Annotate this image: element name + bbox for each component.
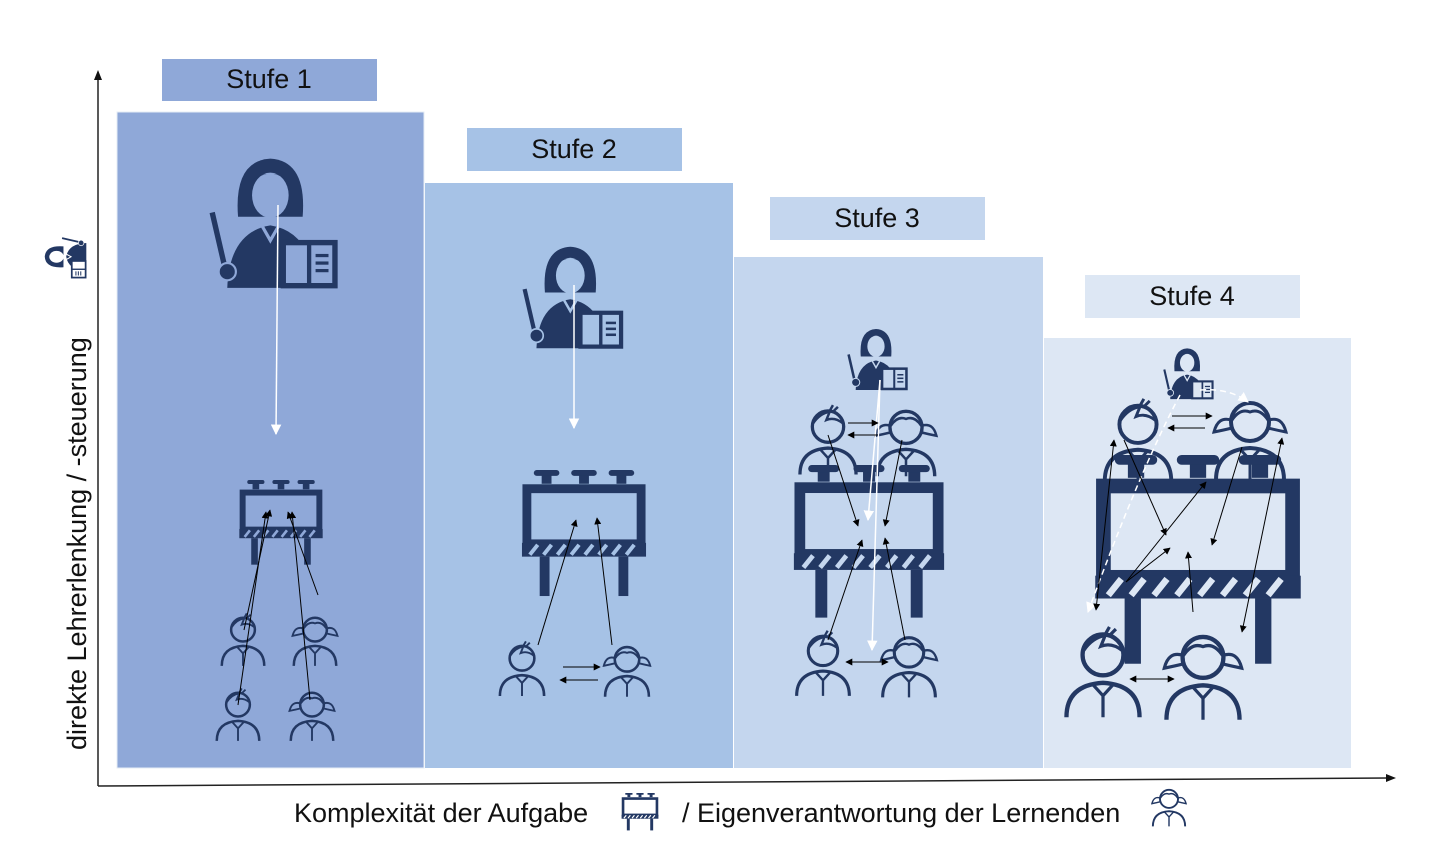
stage-4-label-text: Stufe 4: [1149, 281, 1235, 311]
interaction-arrow: [1239, 437, 1285, 633]
stage-3-panel: [734, 257, 1043, 768]
interaction-arrow: [1123, 439, 1167, 536]
stage-3-content: [794, 327, 944, 699]
interaction-arrow: [1125, 547, 1171, 583]
stage-4-label: Stufe 4: [1085, 275, 1300, 318]
teacher-axis-icon: [43, 237, 87, 279]
y-axis-label-text: direkte Lehrerlenkung / -steuerung: [62, 337, 92, 750]
y-axis-arrowhead: [94, 70, 102, 80]
stage-2-label: Stufe 2: [467, 128, 682, 171]
interaction-arrow: [594, 517, 613, 646]
interaction-arrow: [289, 511, 311, 701]
stage-3-label-text: Stufe 3: [834, 203, 920, 233]
teacher-instruction-arrow: [863, 379, 881, 522]
interaction-arrow: [827, 539, 864, 641]
interaction-arrow: [827, 434, 860, 527]
interaction-arrow: [1125, 481, 1207, 583]
x-axis-label-part1: Komplexität der Aufgabe: [294, 798, 588, 828]
teacher-instruction-arrow: [270, 204, 282, 436]
stage-2-label-text: Stufe 2: [531, 134, 617, 164]
x-axis: [97, 777, 1389, 787]
stage-4-content: [1066, 347, 1300, 719]
stage-3-label: Stufe 3: [770, 197, 985, 240]
board-axis-icon: [620, 793, 660, 831]
teacher-guidance-arrow: [1086, 394, 1181, 613]
stage-1-label-text: Stufe 1: [226, 64, 312, 94]
y-axis-label: direkte Lehrerlenkung / -steuerung: [62, 337, 92, 750]
interaction-arrow: [882, 439, 903, 527]
interaction-arrow: [1093, 439, 1117, 611]
interaction-arrow: [537, 519, 578, 646]
interaction-arrow: [1210, 446, 1243, 546]
stage-1-label: Stufe 1: [162, 59, 377, 101]
teacher-guidance-arrow: [1199, 389, 1249, 403]
stage-1-panel: [116, 111, 425, 769]
interaction-arrow: [237, 511, 269, 706]
interaction-arrow: [243, 509, 273, 631]
x-axis-label-part2: / Eigenverantwortung der Lernenden: [682, 798, 1120, 828]
student-axis-icon: [1150, 788, 1188, 828]
stage-1-content: [212, 159, 339, 743]
stage-4-panel: [1044, 338, 1351, 768]
interaction-arrow: [882, 537, 906, 641]
x-axis-arrowhead: [1386, 774, 1396, 782]
interaction-arrow: [1185, 551, 1194, 613]
stage-2-content: [498, 247, 652, 698]
